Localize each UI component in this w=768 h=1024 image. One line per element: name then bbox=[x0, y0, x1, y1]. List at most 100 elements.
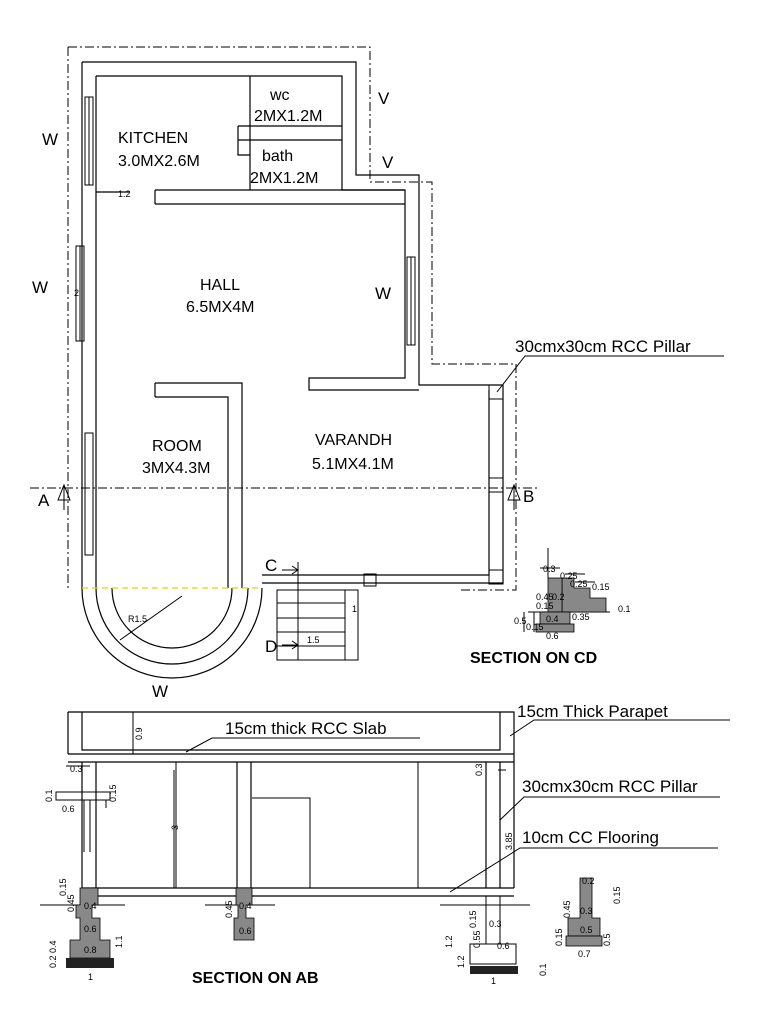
vent-label-2: V bbox=[382, 153, 394, 172]
section-cd-title: SECTION ON CD bbox=[470, 650, 597, 667]
ab-dim-015: 0.15 bbox=[108, 784, 118, 802]
kitchen-name: KITCHEN bbox=[118, 130, 188, 147]
ab-col-right bbox=[485, 754, 515, 888]
ab-footing-4-base bbox=[565, 935, 603, 947]
ab-wall-mid bbox=[236, 762, 252, 888]
ab-slab-leader bbox=[185, 737, 420, 753]
ab-footing-2 bbox=[233, 887, 255, 941]
room-bay bbox=[81, 587, 263, 679]
cd-dim-2: 0.25 bbox=[560, 571, 578, 581]
ab-f4-05: 0.5 bbox=[580, 925, 593, 935]
hall-name: HALL bbox=[200, 277, 240, 294]
ab-parapet bbox=[67, 711, 515, 754]
section-mark-a: A bbox=[38, 491, 50, 510]
ab-f4-015: 0.15 bbox=[612, 886, 622, 904]
cd-dim-lines bbox=[523, 548, 595, 632]
ab-wall-left bbox=[81, 762, 97, 888]
outer-wall-outer bbox=[81, 61, 504, 588]
cd-dim-3: 0.25 bbox=[570, 579, 588, 589]
ab-f1-015: 0.15 bbox=[58, 878, 68, 896]
ab-f1-04: 0.4 bbox=[84, 901, 97, 911]
ab-dim-01: 0.1 bbox=[44, 789, 54, 802]
section-arrow-c bbox=[282, 565, 299, 575]
ab-f4-02: 0.2 bbox=[582, 876, 595, 886]
ab-hidden-lines bbox=[175, 762, 419, 888]
section-cd: 0.3 0.25 0.25 0.15 0.45 0.15 0.2 0.1 0.5… bbox=[470, 548, 631, 667]
wc-bath-walls bbox=[237, 76, 342, 190]
section-mark-b: B bbox=[523, 487, 534, 506]
section-arrow-b bbox=[507, 483, 521, 510]
ab-f1-11: 1.1 bbox=[114, 935, 124, 948]
varandh-size: 5.1MX4.1M bbox=[312, 456, 394, 473]
cd-dim-1: 0.3 bbox=[543, 564, 556, 574]
ab-f1-04b: 0.4 bbox=[48, 940, 58, 953]
ab-footing-3-base bbox=[470, 966, 518, 974]
pillar-3 bbox=[488, 569, 504, 585]
floor-plan: KITCHEN 3.0MX2.6M wc 2MX1.2M bath 2MX1.2… bbox=[30, 46, 724, 701]
ab-f1-1: 1 bbox=[88, 972, 93, 982]
ab-f3-12b: 1.2 bbox=[456, 955, 466, 968]
ab-parapet-leader bbox=[509, 719, 730, 737]
ab-f4-03: 0.3 bbox=[580, 906, 593, 916]
cd-dim-11: 0.35 bbox=[572, 612, 590, 622]
ab-flooring-callout: 10cm CC Flooring bbox=[522, 828, 659, 847]
ab-f3-055: 0.55 bbox=[472, 930, 482, 948]
section-ab: 15cm thick RCC Slab 15cm Thick Parapet 3… bbox=[40, 702, 730, 987]
dim-2: 2 bbox=[74, 288, 79, 298]
cd-dim-9: 0.5 bbox=[514, 616, 527, 626]
ab-f3-015: 0.15 bbox=[468, 910, 478, 928]
ab-slab bbox=[68, 753, 514, 763]
pillar-callout-leader bbox=[496, 355, 724, 393]
ab-slab-callout: 15cm thick RCC Slab bbox=[225, 719, 387, 738]
dim-1-5: 1.5 bbox=[307, 635, 320, 645]
ab-f3-01: 0.1 bbox=[538, 963, 548, 976]
outer-wall-inner bbox=[95, 75, 419, 588]
ab-f3-06: 0.6 bbox=[497, 941, 510, 951]
ab-f3-12: 1.2 bbox=[444, 935, 454, 948]
ab-dim-385: 3.85 bbox=[504, 832, 514, 850]
ab-f2-06: 0.6 bbox=[239, 926, 252, 936]
ab-f2-04: 0.4 bbox=[239, 901, 252, 911]
varandh-name: VARANDH bbox=[315, 432, 392, 449]
ab-f3-1: 1 bbox=[491, 976, 496, 986]
window-label-2: W bbox=[32, 278, 48, 297]
dim-1: 1 bbox=[352, 604, 357, 614]
window-label-4: W bbox=[152, 682, 168, 701]
ab-dim-03b: 0.3 bbox=[474, 763, 484, 776]
section-ab-title: SECTION ON AB bbox=[192, 970, 319, 987]
ab-f2-045: 0.45 bbox=[224, 900, 234, 918]
ab-f1-045: 0.45 bbox=[66, 894, 76, 912]
radius-leader bbox=[119, 595, 183, 641]
window-label-3: W bbox=[375, 284, 391, 303]
ab-f4-05b: 0.5 bbox=[602, 933, 612, 946]
window-room bbox=[84, 432, 94, 556]
cd-dim-6: 0.15 bbox=[536, 601, 554, 611]
window-label-1: W bbox=[42, 130, 58, 149]
cd-dim-12: 0.4 bbox=[546, 614, 559, 624]
plinth-outline bbox=[67, 46, 517, 591]
varandah-rail bbox=[262, 390, 490, 576]
pillar-callout: 30cmx30cm RCC Pillar bbox=[515, 337, 691, 356]
ab-dim-3: 3 bbox=[170, 825, 180, 830]
kitchen-hall-wall bbox=[96, 189, 405, 205]
cd-dim-10: 0.15 bbox=[526, 622, 544, 632]
section-mark-d: D bbox=[265, 637, 277, 656]
cd-footing-2 bbox=[535, 623, 575, 633]
room-hall-wall bbox=[154, 382, 243, 588]
wc-name: wc bbox=[269, 87, 290, 104]
ab-window bbox=[55, 791, 111, 852]
ab-dim-09: 0.9 bbox=[134, 727, 144, 740]
cd-step-profile bbox=[561, 577, 607, 613]
ab-footing-1-base bbox=[66, 958, 114, 968]
wc-size: 2MX1.2M bbox=[254, 108, 322, 125]
ab-pillar-callout: 30cmx30cm RCC Pillar bbox=[522, 777, 698, 796]
ab-dim-03a: 0.3 bbox=[70, 764, 83, 774]
section-arrow-d bbox=[282, 640, 299, 650]
pillar-1 bbox=[488, 384, 504, 400]
dim-1-2: 1.2 bbox=[118, 189, 131, 199]
ab-parapet-callout: 15cm Thick Parapet bbox=[517, 702, 668, 721]
room-name: ROOM bbox=[152, 438, 202, 455]
ab-pillar-leader bbox=[499, 796, 720, 821]
ab-floor bbox=[82, 887, 514, 897]
